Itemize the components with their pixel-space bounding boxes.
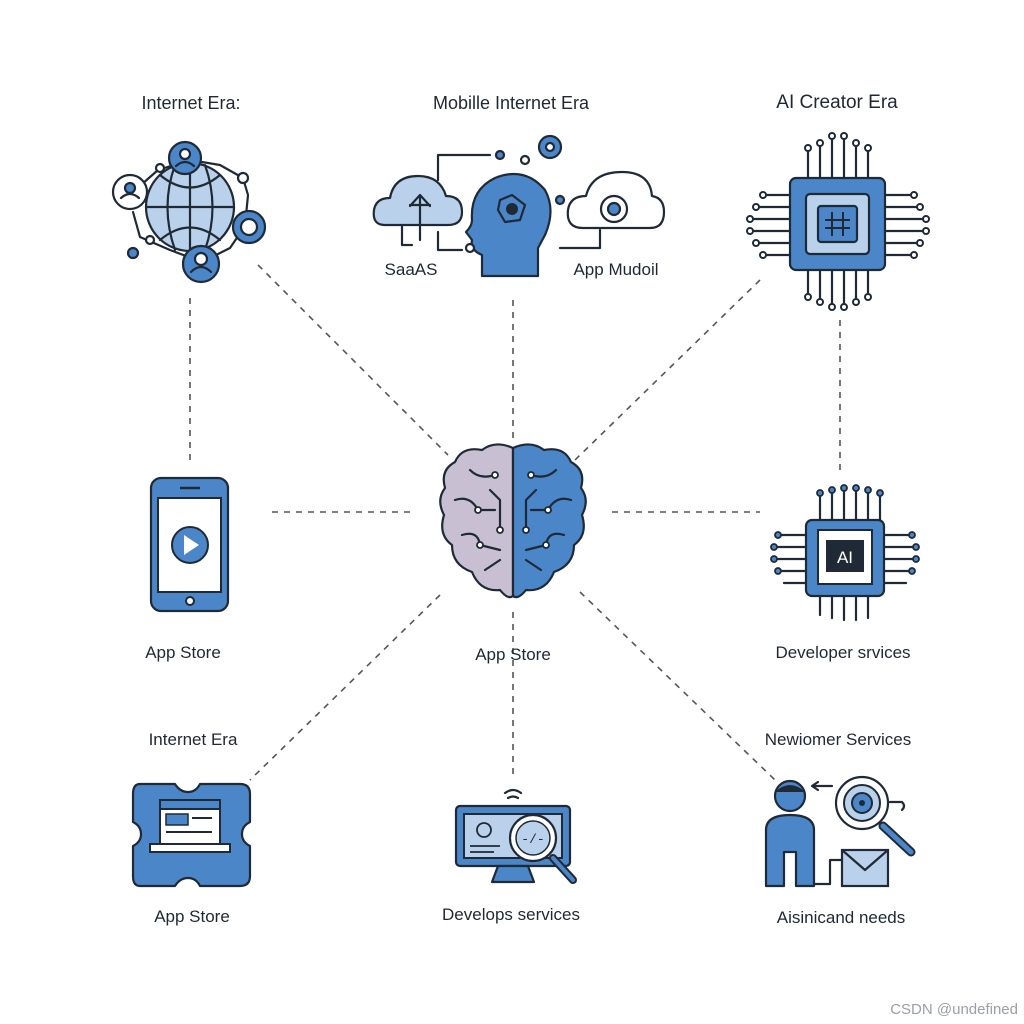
smartphone-play-icon xyxy=(149,476,230,613)
ai-chip-icon: AI xyxy=(770,484,920,622)
connector-lines xyxy=(189,264,841,781)
mid-left-label: App Store xyxy=(145,643,221,662)
chip-ai-text: AI xyxy=(837,548,853,567)
top-center-sub-right: App Mudoil xyxy=(573,260,659,279)
bottom-left-title: Internet Era xyxy=(148,730,238,749)
top-left-title: Internet Era: xyxy=(141,93,241,113)
center-label: App Store xyxy=(475,645,551,664)
mid-right-label: Developer srvices xyxy=(775,643,911,662)
person-search-icon xyxy=(764,775,916,888)
brain-icon xyxy=(439,443,587,599)
watermark-text: CSDN @undefined xyxy=(890,1001,1018,1018)
head-cloud-icon xyxy=(372,134,666,278)
circuit-chip-icon xyxy=(746,132,930,311)
top-center-title: Mobille Internet Era xyxy=(432,93,590,113)
code-symbol-text: -/- xyxy=(521,832,544,847)
top-right-title: AI Creator Era xyxy=(776,92,898,113)
top-center-sub-left: SaaAS xyxy=(384,260,438,279)
globe-network-icon xyxy=(111,140,267,284)
browser-puzzle-icon xyxy=(131,782,252,888)
bottom-right-title: Newiomer Services xyxy=(764,730,912,749)
bottom-right-label: Aisinicand needs xyxy=(776,908,906,927)
monitor-search-icon: -/- xyxy=(454,788,577,884)
bottom-left-label: App Store xyxy=(154,907,230,926)
bottom-center-label: Develops services xyxy=(442,905,580,924)
